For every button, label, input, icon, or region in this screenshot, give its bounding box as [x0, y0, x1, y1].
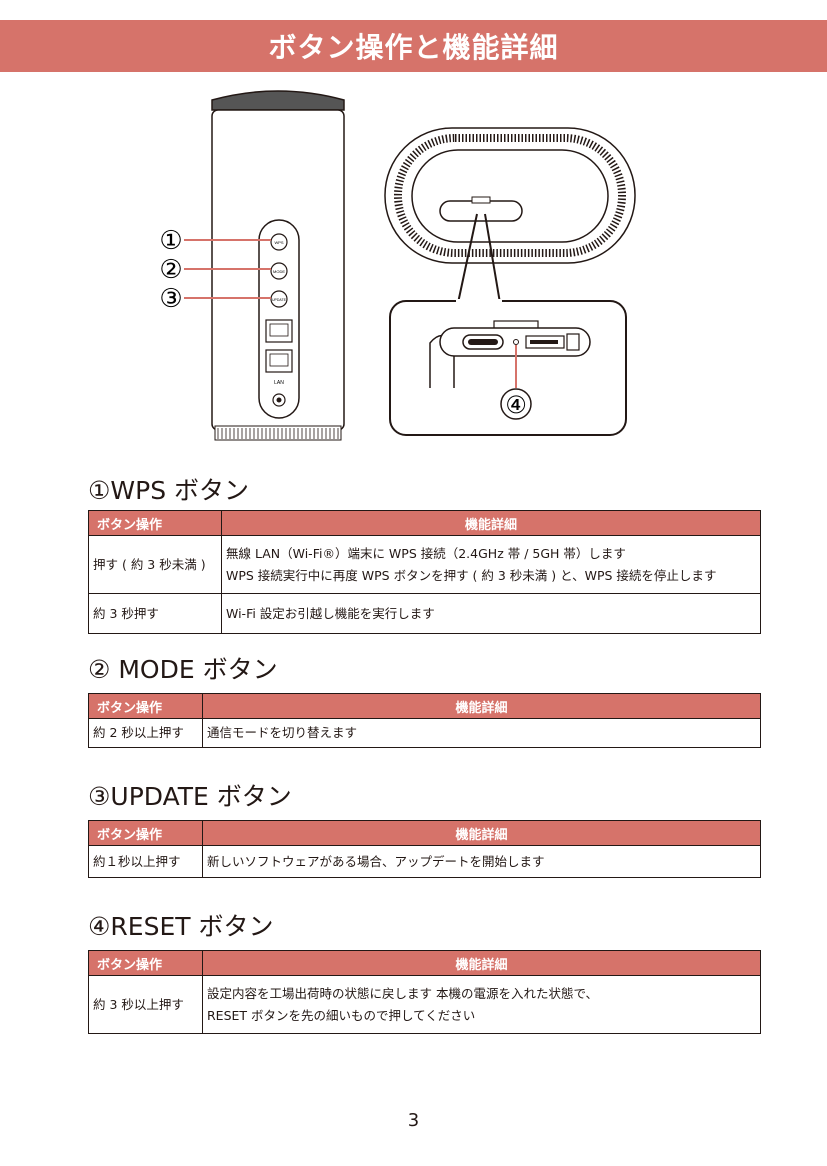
operation-cell: 押す ( 約 3 秒未満 ) — [88, 535, 222, 594]
detail-cell: 設定内容を工場出荷時の状態に戻します 本機の電源を入れた状態で、 RESET ボ… — [202, 975, 761, 1034]
page-title: ボタン操作と機能詳細 — [268, 31, 559, 64]
section-title-reset: ④RESET ボタン — [88, 912, 274, 941]
table-row: 約 3 秒押す Wi-Fi 設定お引越し機能を実行します — [88, 593, 761, 634]
header-operation: ボタン操作 — [88, 510, 222, 536]
wps-table: ボタン操作 機能詳細 押す ( 約 3 秒未満 ) 無線 LAN（Wi-Fi®）… — [88, 510, 761, 634]
callout-3: ③ — [159, 284, 182, 314]
callout-2: ② — [159, 255, 182, 285]
table-row: 約 2 秒以上押す 通信モードを切り替えます — [88, 718, 761, 748]
detail-line: 無線 LAN（Wi-Fi®）端末に WPS 接続（2.4GHz 帯 / 5GH … — [226, 545, 626, 561]
page-number: 3 — [407, 1110, 420, 1131]
header-detail: 機能詳細 — [221, 510, 761, 536]
operation-cell: 約 3 秒押す — [88, 593, 222, 634]
section-title-wps: ①WPS ボタン — [88, 476, 250, 505]
operation-cell: 約 2 秒以上押す — [88, 718, 203, 748]
header-detail: 機能詳細 — [202, 950, 761, 976]
mode-button-label: MODE — [273, 269, 285, 274]
table-row: 約１秒以上押す 新しいソフトウェアがある場合、アップデートを開始します — [88, 845, 761, 878]
header-operation: ボタン操作 — [88, 950, 203, 976]
section-title-mode: ② MODE ボタン — [88, 655, 278, 684]
detail-line: RESET ボタンを先の細いもので押してください — [207, 1007, 476, 1023]
update-button-label: UPDATE — [272, 298, 287, 302]
header-detail: 機能詳細 — [202, 820, 761, 846]
page-title-banner: ボタン操作と機能詳細 — [0, 20, 827, 72]
detail-line: WPS 接続実行中に再度 WPS ボタンを押す ( 約 3 秒未満 ) と、WP… — [226, 567, 717, 583]
detail-line: 設定内容を工場出荷時の状態に戻します 本機の電源を入れた状態で、 — [207, 985, 598, 1001]
callout-1: ① — [159, 226, 182, 256]
header-operation: ボタン操作 — [88, 693, 203, 719]
callout-4: ④ — [505, 391, 527, 419]
header-operation: ボタン操作 — [88, 820, 203, 846]
device-illustration: WPS MODE UPDATE LAN ① ② ③ — [159, 90, 636, 441]
header-detail: 機能詳細 — [202, 693, 761, 719]
table-row: 約 3 秒以上押す 設定内容を工場出荷時の状態に戻します 本機の電源を入れた状態… — [88, 975, 761, 1034]
update-table: ボタン操作 機能詳細 約１秒以上押す 新しいソフトウェアがある場合、アップデート… — [88, 820, 761, 878]
lan-label: LAN — [274, 380, 284, 386]
operation-cell: 約 3 秒以上押す — [88, 975, 203, 1034]
detail-cell: Wi-Fi 設定お引越し機能を実行します — [221, 593, 761, 634]
detail-cell: 無線 LAN（Wi-Fi®）端末に WPS 接続（2.4GHz 帯 / 5GH … — [221, 535, 761, 594]
mode-table: ボタン操作 機能詳細 約 2 秒以上押す 通信モードを切り替えます — [88, 693, 761, 748]
router-bottom-view: ④ — [384, 127, 636, 436]
detail-cell: 新しいソフトウェアがある場合、アップデートを開始します — [202, 845, 761, 878]
section-title-update: ③UPDATE ボタン — [88, 782, 292, 811]
operation-cell: 約１秒以上押す — [88, 845, 203, 878]
wps-button-label: WPS — [274, 240, 283, 245]
router-front-view: WPS MODE UPDATE LAN — [211, 90, 345, 441]
reset-table: ボタン操作 機能詳細 約 3 秒以上押す 設定内容を工場出荷時の状態に戻します … — [88, 950, 761, 1034]
detail-cell: 通信モードを切り替えます — [202, 718, 761, 748]
table-row: 押す ( 約 3 秒未満 ) 無線 LAN（Wi-Fi®）端末に WPS 接続（… — [88, 535, 761, 594]
